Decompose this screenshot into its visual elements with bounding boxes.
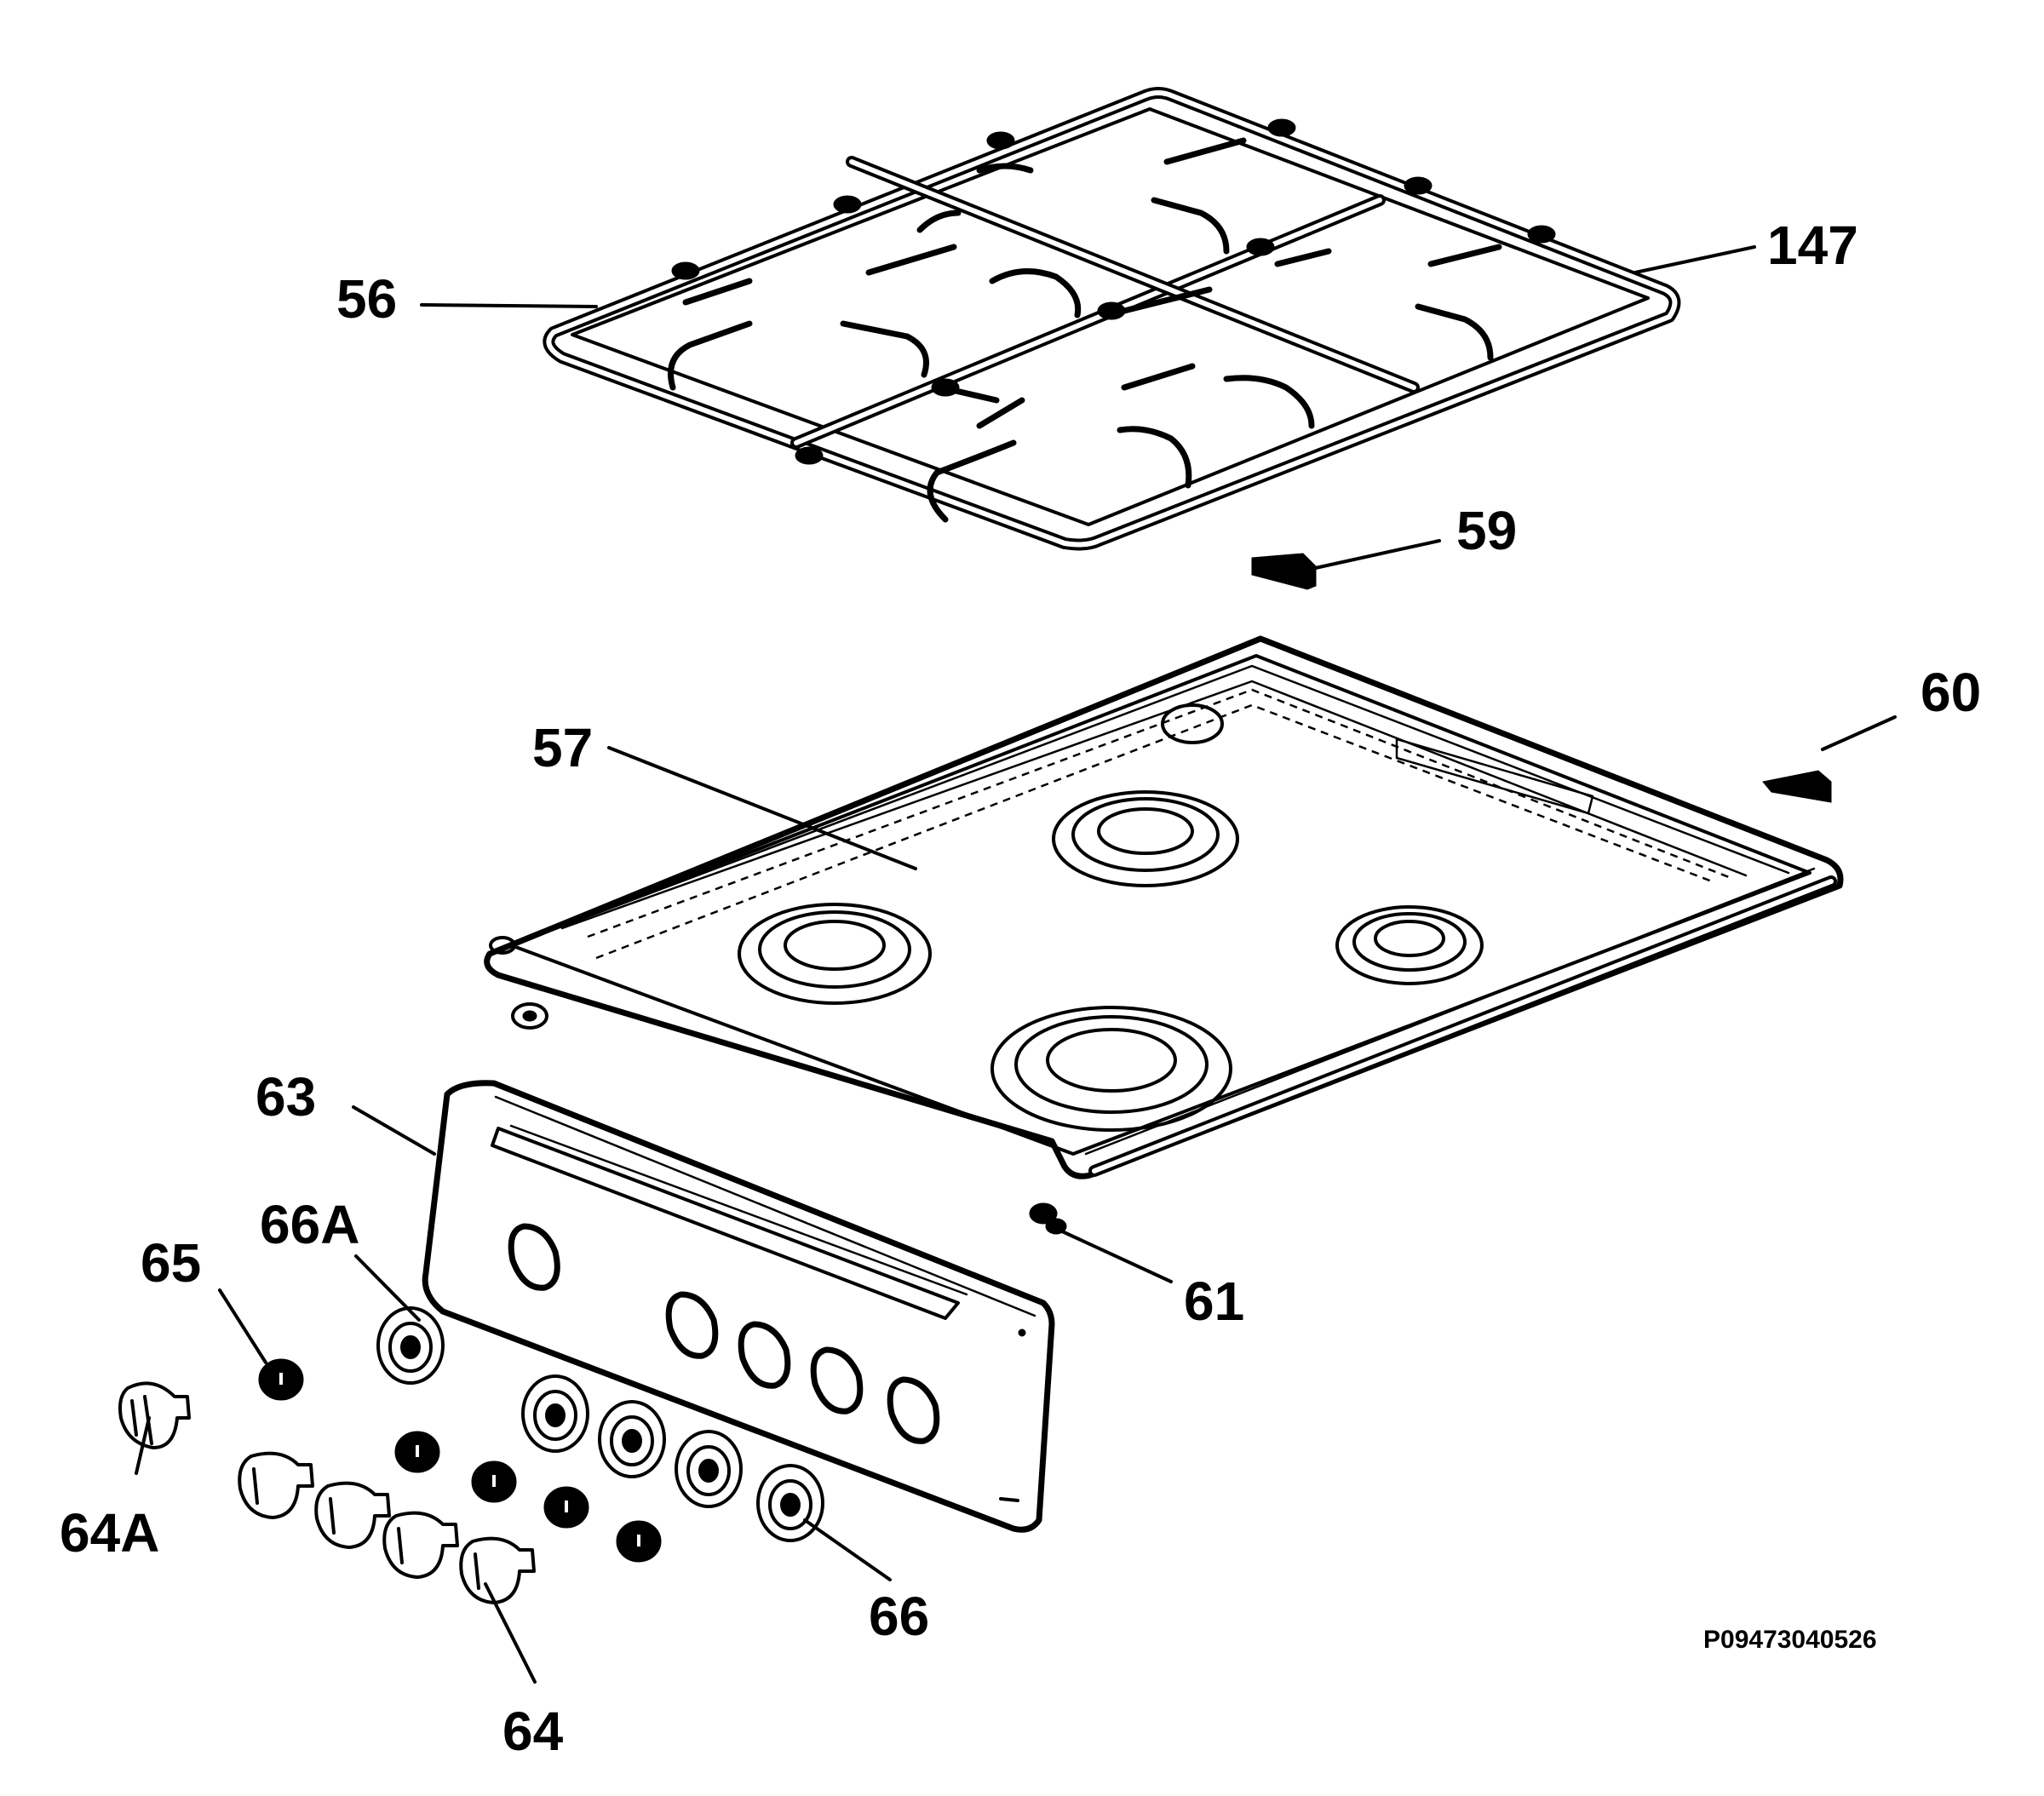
callout-64a: 64A [60,1502,159,1564]
knob-64a [118,1381,191,1449]
knob-64 [459,1536,536,1604]
pan-support-grid [543,87,1681,551]
grid-clip-59 [1251,553,1317,590]
bezel-3 [675,1430,743,1508]
leader-lines [135,245,1897,1684]
callout-56: 56 [336,268,397,330]
burner-right [1335,905,1484,985]
callout-147: 147 [1767,215,1858,276]
burner-left [738,903,932,1005]
callout-63: 63 [256,1066,316,1128]
knob-spacers [258,1358,662,1563]
callout-65: 65 [141,1232,201,1294]
callout-64: 64 [502,1701,564,1762]
burner-front [990,1006,1232,1132]
knob-3 [382,1511,459,1579]
callout-59: 59 [1456,500,1517,561]
hob-top-plate [484,635,1844,1179]
bezel-66a [376,1306,445,1385]
bezel-1 [521,1374,589,1453]
knob-bezels [376,1306,824,1542]
hob-foot-screw [511,1002,548,1030]
fixing-screw-60 [1762,770,1832,803]
callout-57: 57 [532,717,593,778]
knob-2 [314,1481,391,1549]
knob-1 [238,1451,314,1519]
control-panel [422,1080,1055,1533]
bezel-2 [598,1400,666,1478]
callout-61: 61 [1184,1271,1244,1332]
bezel-66 [756,1464,824,1542]
spacer-highlights [279,1373,640,1546]
drawing-code: P09473040526 [1703,1626,1877,1654]
burner-rear [1052,790,1239,887]
callout-60: 60 [1921,662,1981,723]
control-knobs [118,1381,536,1604]
callout-66: 66 [869,1586,929,1647]
callout-66a: 66A [260,1194,359,1255]
